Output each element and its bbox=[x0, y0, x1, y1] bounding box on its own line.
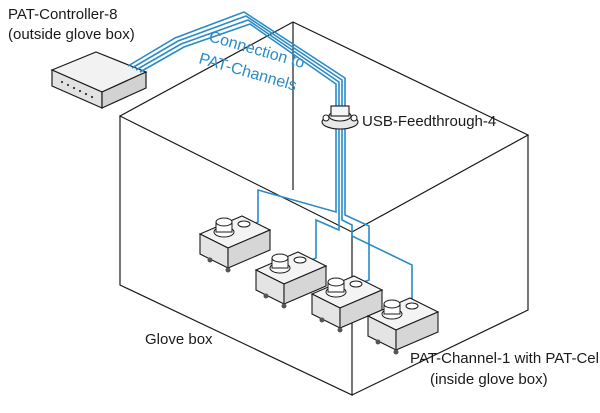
controller-side bbox=[101, 71, 147, 109]
cable-to-channel-1 bbox=[244, 128, 337, 229]
pat-channel-1 bbox=[198, 215, 272, 273]
channel-label-line2: (inside glove box) bbox=[430, 371, 548, 388]
cable-bundle-controller-to-feedthrough bbox=[127, 11, 346, 110]
controller-label-line2: (outside glove box) bbox=[8, 26, 135, 43]
cable-to-channel-2 bbox=[298, 128, 340, 266]
feedthrough-label: USB-Feedthrough-4 bbox=[362, 113, 496, 130]
channel-label-line1: PAT-Channel-1 with PAT-Cell bbox=[410, 350, 600, 367]
cable-to-channel-3 bbox=[344, 128, 370, 286]
pat-controller-device bbox=[50, 51, 148, 109]
controller-label-line1: PAT-Controller-8 bbox=[8, 6, 117, 23]
pat-channel-2 bbox=[254, 251, 328, 309]
glove-box-label: Glove box bbox=[145, 331, 213, 348]
usb-feedthrough-device bbox=[321, 105, 359, 130]
glove-box-right-face bbox=[351, 135, 529, 396]
controller-ports bbox=[60, 80, 94, 99]
pat-channel-4 bbox=[366, 297, 440, 355]
